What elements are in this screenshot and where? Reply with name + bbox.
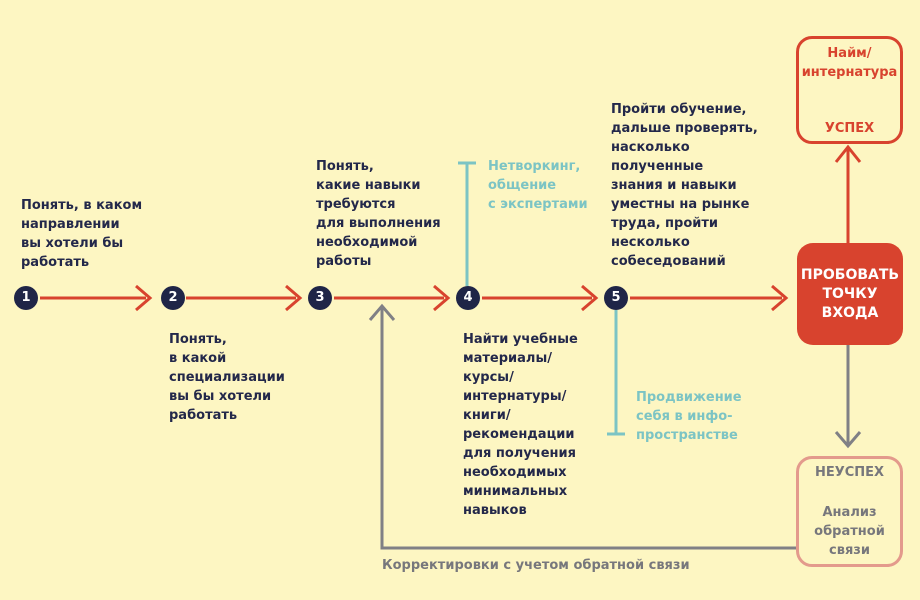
arrow-head-entry-success	[834, 144, 862, 163]
step-3-text: Понять, какие навыки требуются для выпол…	[316, 159, 441, 269]
step-5-text: Пройти обучение, дальше проверять, наско…	[611, 102, 758, 269]
success-box	[796, 36, 903, 144]
step-node-5: 5	[604, 286, 628, 310]
promotion-note: Продвижение себя в инфо- пространстве	[636, 390, 742, 443]
failure-label: НЕУСПЕХ	[814, 465, 885, 480]
failure-detail: Анализ обратной связи	[814, 505, 885, 558]
feedback-loop-line	[380, 306, 796, 550]
feedback-arrow-head	[368, 303, 396, 321]
arrow-head-entry-failure	[834, 431, 862, 449]
step-node-2: 2	[161, 286, 185, 310]
success-detail: Найм/ интернатура	[801, 46, 898, 80]
arrow-head-1-2	[135, 284, 153, 312]
feedback-label: Корректировки с учетом обратной связи	[382, 558, 690, 573]
success-label: УСПЕХ	[824, 121, 875, 136]
arrow-head-5-entry	[771, 284, 789, 312]
step-1-text: Понять, в каком направлении вы хотели бы…	[21, 198, 143, 270]
arrow-head-2-3	[285, 284, 303, 312]
networking-note: Нетворкинг, общение с экспертами	[488, 159, 588, 212]
step-node-1: 1	[14, 286, 38, 310]
failure-box	[796, 456, 903, 567]
step-node-3: 3	[308, 286, 332, 310]
entry-point-text: ПРОБОВАТЬ ТОЧКУ ВХОДА	[800, 267, 900, 321]
step-4-text: Найти учебные материалы/ курсы/ интернат…	[463, 332, 578, 518]
step-2-text: Понять, в какой специализации вы бы хоте…	[169, 332, 285, 423]
arrow-head-4-5	[581, 284, 599, 312]
entry-point-box	[797, 243, 903, 345]
step-node-4: 4	[456, 286, 480, 310]
arrow-head-3-4	[433, 284, 451, 312]
